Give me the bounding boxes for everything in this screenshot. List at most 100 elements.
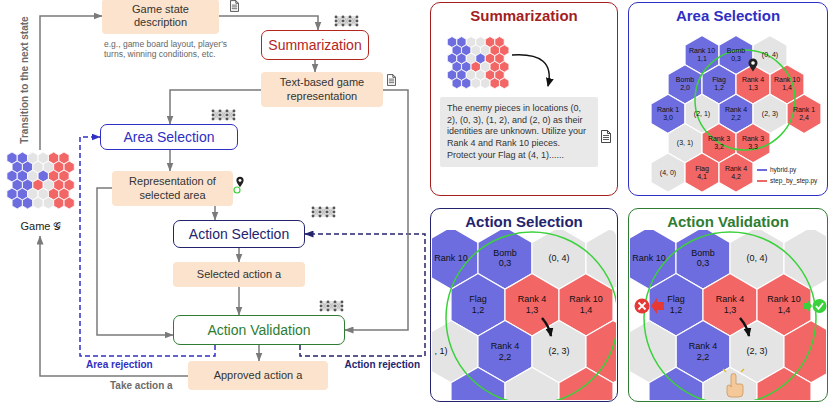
move-arrow [740,318,749,336]
cell-label: Bomb 0,3 [492,248,519,269]
cell-label: (4, 0) [660,169,676,177]
connectors [40,16,425,376]
process-box: Area Selection [100,124,238,150]
network-icon [212,110,236,121]
board-cell [471,78,480,89]
process-box: Action Validation [173,315,345,345]
edge-label: Area rejection [84,359,155,371]
board-cell [451,367,505,400]
panel-title: Action Validation [667,213,789,231]
cell-label: Rank 4 4,2 [723,165,749,181]
board-cell [586,230,616,289]
flow-connector [214,206,216,220]
cell-label: (2, 1) [694,110,710,118]
detail-panel: SummarizationThe enemy pieces in locatio… [430,2,618,196]
cell-label: (2, 3) [762,110,778,118]
flow-connector [314,60,316,72]
cell-label: (2, 3) [548,346,569,356]
board-cell [64,197,74,209]
summary-arrow [512,55,549,86]
zoom-board [630,230,826,400]
selection-circle [695,50,795,150]
approve-mark [813,299,827,313]
board-cell [500,78,509,89]
flow-connector [219,16,318,30]
cell-label: Rank 4 2,2 [489,341,521,362]
cell-label: Rank 10 [632,253,666,263]
summary-box: The enemy pieces in locations (0, 2), (0… [440,97,598,167]
flow-connector [97,188,173,335]
cell-label: Rank 10 1,1 [687,47,717,63]
board-cell [719,153,753,192]
board-cell [12,197,22,209]
data-box: Representation of selected area [112,171,233,206]
selection-circle [644,232,816,400]
node-label: Action Selection [189,226,289,243]
flow-connector [345,90,408,330]
node-label: Game 𝒢 [20,220,61,233]
cell-label: Flag 1,2 [666,294,687,315]
edge-label: Action rejection [342,359,422,371]
cell-label: Flag 1,2 [468,294,489,315]
node-label: The enemy pieces in locations (0, 2), (0… [447,103,591,161]
cell-label: Bomb 2,0 [674,76,696,92]
board-cell [651,153,685,192]
flow-connector [40,236,188,376]
board-cell [23,197,33,209]
node-label: Action Validation [207,322,310,339]
legend-label: step_by_step.py [770,178,817,185]
board-cell [757,367,811,400]
panel-title: Area Selection [676,7,780,25]
board-cell [490,78,499,89]
approve-arrow [804,299,812,313]
node-label: Approved action a [214,369,303,382]
node-label: Area Selection [123,129,214,146]
cell-label: Rank 10 1,4 [772,76,802,92]
node-label: Game state description [109,3,212,29]
hand-icon [727,374,743,397]
flow-connector [258,345,260,361]
board-cell [787,94,821,133]
reject-arrow [651,298,664,314]
cell-label: Rank 10 1,4 [568,294,605,315]
cell-label: Rank 1 2,4 [791,106,817,122]
node-label: Selected action a [197,268,281,281]
cell-label: Rank 10 [434,253,468,263]
board-cell [43,197,53,209]
cell-label: Rank 10 1,4 [766,294,803,315]
process-box: Action Selection [173,220,305,248]
reject-cross [639,303,646,310]
flow-connector [170,90,261,124]
legend-line [757,180,767,182]
document-icon [602,131,611,143]
flow-connector [169,150,171,171]
network-icon [312,207,336,218]
board-thumbnails [7,37,509,209]
panel-title: Action Selection [465,213,583,231]
board-cell [481,78,490,89]
cell-label: Flag 4,1 [694,165,711,181]
cell-label: Rank 4 1,3 [740,76,766,92]
tap-marks [723,369,744,372]
cell-label: (0, 4) [762,51,778,59]
node-label: Text-based game representation [268,76,376,102]
cell-label: Bomb 0,3 [690,248,717,269]
zoom-board [432,230,616,400]
node-label: Summarization [268,37,361,54]
board-cell [462,78,471,89]
cell-label: (2, 3) [746,346,767,356]
pin-ring [234,187,240,193]
cell-label: Rank 3 3,3 [740,135,766,151]
cell-label: Rank 3 3,2 [706,135,732,151]
data-box: Text-based game representation [261,72,383,107]
area-board [651,35,821,192]
cell-label: Bomb 0,3 [725,47,747,63]
node-note: e.g., game board layout, player's turns,… [104,39,242,59]
cell-label: Rank 4 1,3 [516,294,548,315]
cell-label: , 1) [434,346,447,356]
board-cell [559,367,613,400]
board-cell [33,197,43,209]
cell-label: Rank 1 3,0 [655,106,681,122]
pin-icon [749,59,758,72]
